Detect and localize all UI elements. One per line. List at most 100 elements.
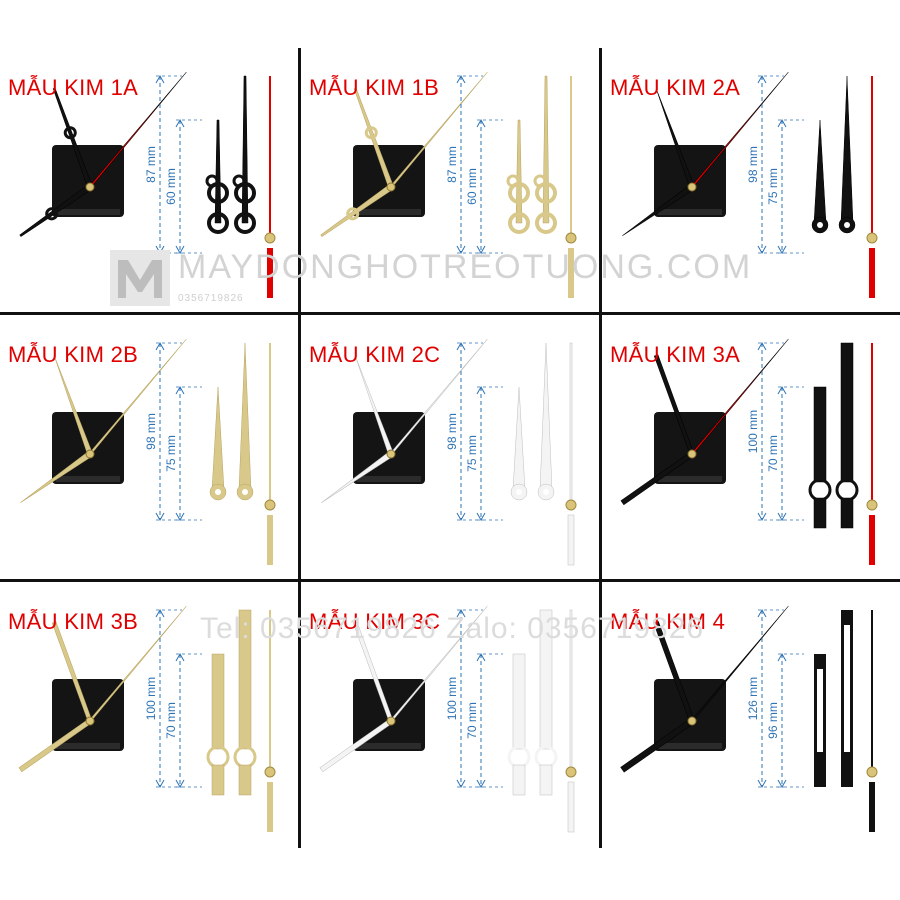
- loose-minute-hand: [534, 609, 558, 796]
- clock-kit-illustration: 100 mm 70 mm: [18, 605, 276, 832]
- grid-divider: [0, 579, 900, 582]
- dimension-short: 75 mm: [766, 118, 804, 255]
- clock-kit-illustration: 98 mm 75 mm: [622, 71, 878, 298]
- dimension-label: 98 mm: [445, 413, 459, 450]
- dimension-label: 70 mm: [164, 702, 178, 739]
- dimension-label: 100 mm: [144, 677, 158, 720]
- dimension-label: 126 mm: [746, 677, 760, 720]
- movement-edge: [357, 743, 421, 749]
- dimension-long: 98 mm: [445, 341, 483, 522]
- kit-drawing: 87 mm 60 mm: [19, 71, 276, 298]
- kit-drawing: 100 mm 70 mm: [319, 605, 577, 833]
- clock-kit-illustration: 98 mm 75 mm: [20, 338, 276, 565]
- dimension-long: 87 mm: [144, 74, 182, 255]
- product-cell: 87 mm 60 mm MẪU KIM 1A: [0, 48, 298, 312]
- product-cell: 126 mm 96 mm MẪU KIM 4: [602, 582, 900, 846]
- loose-second-hand: [565, 76, 577, 298]
- loose-hour-hand: [506, 119, 530, 234]
- kit-drawing: 100 mm 70 mm: [620, 338, 878, 565]
- clock-kit-illustration: 100 mm 70 mm: [620, 338, 878, 565]
- loose-minute-hand: [841, 610, 853, 787]
- grid-divider: [599, 48, 602, 848]
- loose-second-hand: [264, 343, 276, 565]
- dimension-label: 100 mm: [746, 410, 760, 453]
- product-label: MẪU KIM 2C: [309, 342, 441, 367]
- loose-hour-hand: [811, 119, 829, 234]
- center-cap: [687, 716, 697, 726]
- movement-edge: [357, 476, 421, 482]
- product-cell: 100 mm 70 mm MẪU KIM 3A: [602, 315, 900, 579]
- dimension-long: 98 mm: [144, 341, 182, 522]
- dimension-long: 100 mm: [746, 341, 784, 522]
- loose-minute-hand: [533, 75, 557, 234]
- dimension-long: 100 mm: [144, 608, 182, 789]
- center-cap: [85, 449, 95, 459]
- dimension-label: 87 mm: [144, 146, 158, 183]
- product-label: MẪU KIM 3A: [610, 342, 741, 367]
- movement-edge: [658, 476, 722, 482]
- dimension-short: 60 mm: [164, 118, 202, 255]
- center-cap: [386, 716, 396, 726]
- kit-drawing: 87 mm 60 mm: [320, 71, 577, 298]
- loose-minute-hand: [233, 609, 257, 796]
- dimension-short: 60 mm: [465, 118, 503, 255]
- dimension-label: 75 mm: [164, 435, 178, 472]
- center-cap: [687, 449, 697, 459]
- product-label: MẪU KIM 4: [610, 609, 726, 634]
- dimension-label: 96 mm: [766, 702, 780, 739]
- dimension-label: 70 mm: [465, 702, 479, 739]
- loose-second-hand: [264, 76, 276, 298]
- center-cap: [386, 449, 396, 459]
- loose-second-hand: [866, 76, 878, 298]
- kit-drawing: 98 mm 75 mm: [321, 338, 577, 566]
- loose-second-hand: [565, 609, 577, 833]
- dimension-short: 75 mm: [164, 385, 202, 522]
- dimension-short: 70 mm: [164, 652, 202, 789]
- product-label: MẪU KIM 1A: [8, 75, 139, 100]
- movement-edge: [357, 209, 421, 215]
- product-cell: 100 mm 70 mm MẪU KIM 3B: [0, 582, 298, 846]
- clock-kit-illustration: 98 mm 75 mm: [321, 338, 577, 566]
- loose-hour-hand: [507, 653, 531, 796]
- product-label: MẪU KIM 3B: [8, 609, 139, 634]
- kit-drawing: 100 mm 70 mm: [18, 605, 276, 832]
- center-cap: [85, 182, 95, 192]
- loose-hour-hand: [209, 386, 227, 501]
- dimension-short: 75 mm: [465, 385, 503, 522]
- product-cell: 98 mm 75 mm MẪU KIM 2C: [301, 315, 599, 579]
- center-cap: [85, 716, 95, 726]
- dimension-short: 96 mm: [766, 652, 804, 789]
- dimension-label: 87 mm: [445, 146, 459, 183]
- dimension-label: 75 mm: [465, 435, 479, 472]
- loose-second-hand: [264, 610, 276, 832]
- dimension-label: 75 mm: [766, 168, 780, 205]
- loose-hour-hand: [808, 386, 832, 529]
- loose-minute-hand: [835, 342, 859, 529]
- dimension-short: 70 mm: [465, 652, 503, 789]
- dimension-label: 98 mm: [746, 146, 760, 183]
- loose-minute-hand: [537, 342, 555, 501]
- clock-kit-illustration: 100 mm 70 mm: [319, 605, 577, 833]
- dimension-long: 126 mm: [746, 608, 784, 789]
- dimension-long: 98 mm: [746, 74, 784, 255]
- product-label: MẪU KIM 2B: [8, 342, 139, 367]
- dimension-long: 100 mm: [445, 608, 483, 789]
- dimension-label: 100 mm: [445, 677, 459, 720]
- kit-drawing: 98 mm 75 mm: [622, 71, 878, 298]
- clock-kit-illustration: 87 mm 60 mm: [320, 71, 577, 298]
- grid-divider: [0, 312, 900, 315]
- dimension-label: 60 mm: [164, 168, 178, 205]
- dimension-label: 98 mm: [144, 413, 158, 450]
- movement-edge: [658, 743, 722, 749]
- center-cap: [687, 182, 697, 192]
- loose-second-hand: [565, 342, 577, 566]
- movement-edge: [56, 209, 120, 215]
- loose-minute-hand: [232, 75, 256, 234]
- loose-hour-hand: [206, 653, 230, 796]
- loose-hour-hand: [814, 654, 826, 787]
- dimension-label: 70 mm: [766, 435, 780, 472]
- loose-hour-hand: [510, 386, 528, 501]
